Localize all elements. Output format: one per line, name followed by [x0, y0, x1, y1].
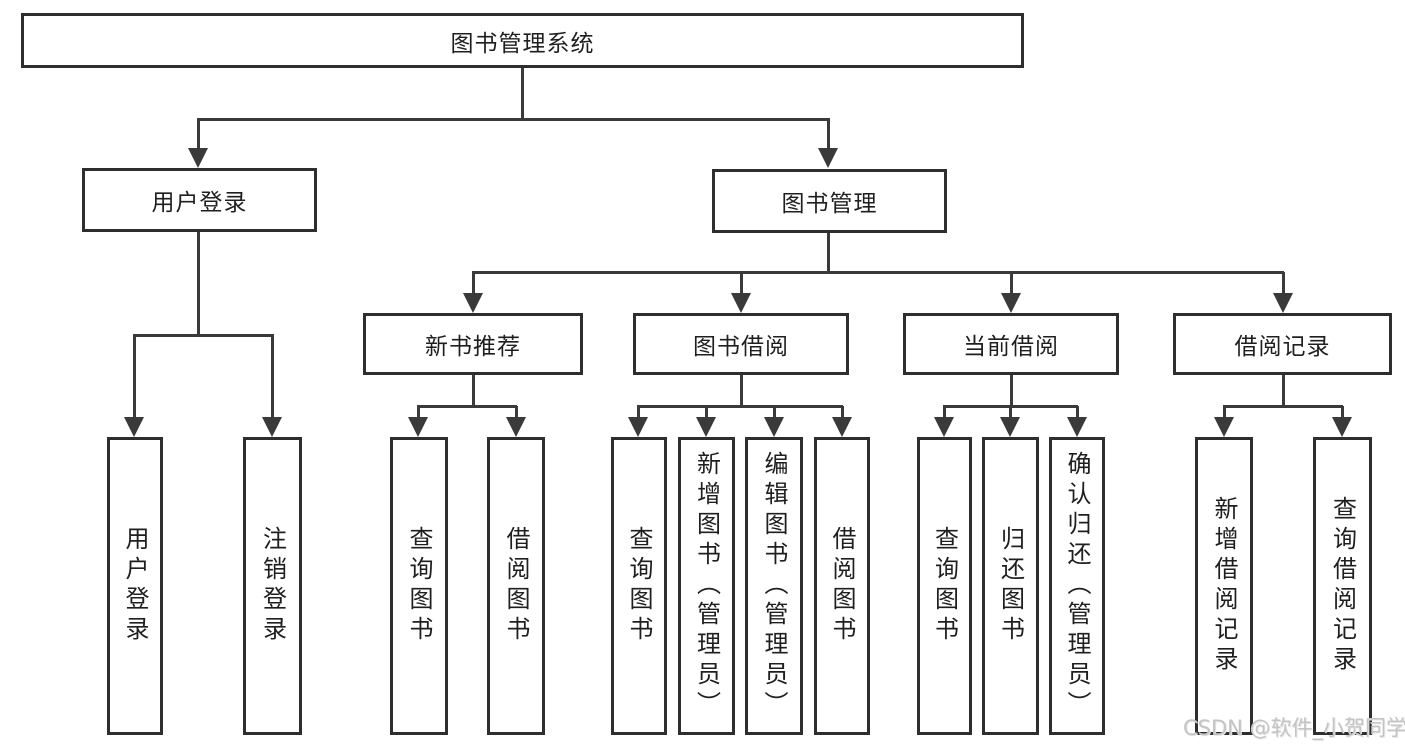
connector-line	[1282, 373, 1285, 408]
connector-line	[197, 118, 830, 121]
connector-line	[705, 406, 708, 423]
node-label: 用户登录	[121, 526, 149, 646]
node-label: 图书管理	[781, 191, 878, 217]
connector-line	[1009, 406, 1012, 423]
node-library-management-system: 图书管理系统	[21, 13, 1024, 68]
arrow-down-icon	[731, 293, 751, 313]
connector-line	[515, 406, 518, 423]
connector-line	[740, 373, 743, 408]
arrow-down-icon	[1067, 417, 1087, 437]
leaf-query-book-recommend: 查询图书	[390, 437, 448, 735]
leaf-add-borrow-record: 新增借阅记录	[1195, 437, 1253, 735]
connector-line	[740, 272, 743, 299]
leaf-edit-book-admin: 编辑图书（管理员）	[745, 437, 803, 735]
connector-line	[1010, 272, 1013, 299]
arrow-down-icon	[1214, 417, 1234, 437]
leaf-confirm-return-admin: 确认归还（管理员）	[1049, 437, 1105, 735]
arrow-down-icon	[832, 417, 852, 437]
arrow-down-icon	[818, 148, 838, 168]
arrow-down-icon	[764, 417, 784, 437]
connector-line	[521, 66, 524, 121]
node-label: 图书管理系统	[450, 30, 595, 57]
node-label: 编辑图书（管理员）	[760, 451, 788, 721]
leaf-user-login: 用户登录	[107, 437, 163, 735]
node-label: 借阅图书	[828, 526, 856, 646]
arrow-down-icon	[628, 417, 648, 437]
connector-line	[472, 272, 475, 299]
connector-line	[637, 406, 640, 423]
connector-line	[1076, 406, 1079, 423]
csdn-watermark: CSDN @软件_小贺同学	[1183, 716, 1405, 740]
connector-line	[773, 406, 776, 423]
leaf-query-borrow-record: 查询借阅记录	[1313, 437, 1372, 735]
arrow-down-icon	[262, 417, 282, 437]
node-label: 借阅图书	[502, 526, 530, 646]
connector-line	[417, 406, 420, 423]
node-label: 新增图书（管理员）	[692, 451, 721, 721]
leaf-borrow-book: 借阅图书	[814, 437, 870, 735]
node-label: 图书借阅	[693, 334, 789, 360]
connector-line	[827, 231, 830, 274]
arrow-down-icon	[188, 148, 208, 168]
arrow-down-icon	[934, 417, 954, 437]
arrow-down-icon	[1273, 293, 1293, 313]
connector-line	[133, 335, 136, 423]
leaf-query-book-current: 查询图书	[917, 437, 972, 735]
node-label: 确认归还（管理员）	[1063, 451, 1091, 721]
connector-line	[1341, 406, 1344, 423]
connector-line	[943, 406, 946, 423]
node-label: 归还图书	[996, 526, 1025, 646]
node-label: 查询图书	[405, 526, 433, 646]
node-label: 查询借阅记录	[1328, 496, 1357, 676]
node-label: 新书推荐	[425, 334, 521, 360]
leaf-query-book-borrow: 查询图书	[611, 437, 667, 735]
node-borrowing-records: 借阅记录	[1173, 313, 1392, 375]
leaf-add-book-admin: 新增图书（管理员）	[678, 437, 735, 735]
connector-line	[827, 119, 830, 154]
arrow-down-icon	[463, 293, 483, 313]
arrow-down-icon	[1001, 293, 1021, 313]
arrow-down-icon	[1000, 417, 1020, 437]
node-label: 借阅记录	[1234, 334, 1331, 360]
leaf-borrow-book-recommend: 借阅图书	[487, 437, 545, 735]
connector-line	[1010, 373, 1013, 408]
connector-line	[133, 334, 274, 337]
node-label: 注销登录	[258, 526, 287, 646]
node-book-management: 图书管理	[712, 169, 947, 233]
arrow-down-icon	[408, 417, 428, 437]
connector-line	[841, 406, 844, 423]
arrow-down-icon	[1332, 417, 1352, 437]
node-label: 当前借阅	[963, 334, 1059, 360]
connector-line	[271, 335, 274, 423]
node-book-borrowing: 图书借阅	[633, 313, 849, 375]
connector-line	[1282, 272, 1285, 299]
connector-line	[417, 405, 517, 408]
connector-line	[472, 373, 475, 408]
connector-line	[1223, 406, 1226, 423]
arrow-down-icon	[696, 417, 716, 437]
arrow-down-icon	[124, 417, 144, 437]
node-label: 查询图书	[930, 526, 959, 646]
node-label: 用户登录	[151, 190, 248, 216]
connector-line	[472, 271, 1284, 274]
arrow-down-icon	[506, 417, 526, 437]
node-label: 查询图书	[625, 526, 653, 646]
node-user-login: 用户登录	[82, 168, 317, 232]
node-current-borrowing: 当前借阅	[903, 313, 1119, 375]
connector-line	[197, 230, 200, 337]
node-label: 新增借阅记录	[1210, 496, 1238, 676]
leaf-logout-login: 注销登录	[243, 437, 302, 735]
node-new-book-recommend: 新书推荐	[363, 313, 583, 375]
leaf-return-book: 归还图书	[982, 437, 1039, 735]
connector-line	[197, 119, 200, 154]
